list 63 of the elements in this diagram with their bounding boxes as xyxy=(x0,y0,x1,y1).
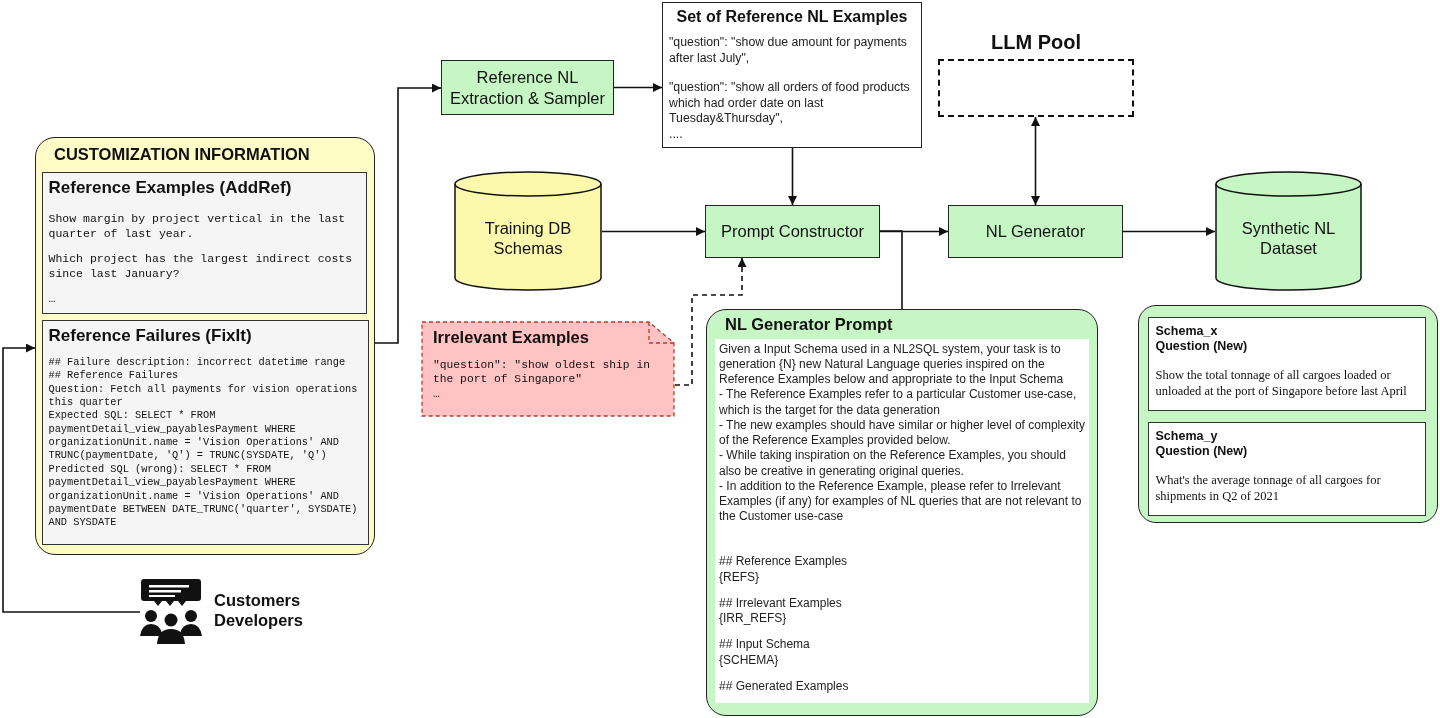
answer-text: Show the total tonnage of all cargoes loaded or unloaded at the port of Singapore before last April xyxy=(1155,366,1408,400)
arrow xyxy=(1031,116,1040,206)
database-label: Training DB Schemas xyxy=(483,217,573,259)
prompt-text: {REFS} xyxy=(719,569,761,585)
arrow xyxy=(601,227,706,236)
example-text: .... xyxy=(669,127,684,143)
process-box xyxy=(948,205,1123,258)
prompt-text: - The new examples should have similar or higher level of complexity of the Reference Examples provided below. xyxy=(719,417,1085,449)
process-label: Reference NL Extraction & Sampler xyxy=(449,67,606,108)
answer-text: What's the average tonnage of all cargoes for shipments in Q2 of 2021 xyxy=(1155,471,1382,505)
code-text: Predicted SQL (wrong): SELECT * FROM paymentDetail_view_payablesPayment WHERE organizationUnit.name = 'Vision Operations' AND paymentDate BETWEEN DATE_TRUNC('quarter', SYSDATE) AND SYSDATE xyxy=(48,462,359,530)
card-heading: Reference Examples (AddRef) xyxy=(48,176,293,198)
document-box xyxy=(662,2,922,148)
card-heading: Reference Failures (FixIt) xyxy=(48,324,253,346)
actor-label: Customers xyxy=(214,591,302,611)
prompt-text: ## Input Schema xyxy=(719,637,811,653)
code-text: Which project has the largest indirect costs since last January? xyxy=(48,251,354,282)
process-box xyxy=(441,60,614,115)
code-text: Question: Fetch all payments for vision operations this quarter xyxy=(48,382,359,410)
answer-heading: Question (New) xyxy=(1155,339,1249,355)
panel-heading: NL Generator Prompt xyxy=(725,314,894,335)
group-panel xyxy=(1138,305,1438,523)
prompt-text: ## Reference Examples xyxy=(719,554,849,570)
arrow xyxy=(613,83,663,92)
answer-card xyxy=(1147,316,1426,411)
box-heading: Set of Reference NL Examples xyxy=(675,7,909,27)
database-label: Synthetic NL Dataset xyxy=(1240,217,1337,259)
panel-heading: CUSTOMIZATION INFORMATION xyxy=(54,144,311,165)
code-text: … xyxy=(48,291,57,307)
prompt-text: - The Reference Examples refer to a particular Customer use-case, which is the target for the data generation xyxy=(719,387,1078,418)
pool-heading: LLM Pool xyxy=(991,30,1081,55)
code-text: ## Reference Failures xyxy=(48,369,180,383)
process-label: Prompt Constructor xyxy=(720,221,864,242)
process-box xyxy=(705,205,880,258)
arrow xyxy=(788,147,797,206)
prompt-text: - In addition to the Reference Example, please refer to Irrelevant Examples (if any) for examples of NL queries that are not relevant to the Customer use-case xyxy=(719,478,1083,525)
answer-heading: Question (New) xyxy=(1155,444,1249,460)
prompt-text: {IRR_REFS} xyxy=(719,611,788,627)
example-text: "question": "show all orders of food products which had order date on last Tuesday&Thursday", xyxy=(669,80,911,128)
text-card xyxy=(41,171,367,314)
prompt-text: {SCHEMA} xyxy=(719,652,780,668)
answer-heading: Schema_y xyxy=(1155,428,1219,445)
code-text: ## Failure description: incorrect datetime range xyxy=(48,355,347,370)
process-label: NL Generator xyxy=(985,221,1086,242)
prompt-text: - While taking inspiration on the Reference Examples, you should also be creative in generating original queries. xyxy=(719,448,1067,479)
arrow xyxy=(2,343,141,613)
code-text: Expected SQL: SELECT * FROM paymentDetail_view_payablesPayment WHERE organizationUnit.name = 'Vision Operations' AND TRUNC(paymentDate, 'Q') = TRUNC(SYSDATE, 'Q') xyxy=(48,409,340,463)
example-text: "question": "show due amount for payments after last July", xyxy=(669,35,908,67)
prompt-text: ## Generated Examples xyxy=(719,678,850,695)
note-heading: Irrelevant Examples xyxy=(433,327,590,348)
code-text: "question": "show oldest ship in the port of Singapore" xyxy=(433,357,651,387)
group-panel xyxy=(35,137,375,555)
actor-label: Developers xyxy=(214,611,303,631)
arrow xyxy=(1122,227,1216,236)
answer-heading: Schema_x xyxy=(1155,323,1219,340)
prompt-text: ## Irrelevant Examples xyxy=(719,595,843,612)
arrow xyxy=(374,83,442,344)
arrow xyxy=(674,257,747,386)
answer-card xyxy=(1147,421,1426,516)
prompt-text: Given a Input Schema used in a NL2SQL system, your task is to generation {N} new Natural Language queries inspired on the Reference Examples below and appropriate to the Input Schema xyxy=(719,341,1065,388)
text-card xyxy=(41,319,369,545)
code-text: Show margin by project vertical in the last quarter of last year. xyxy=(48,211,347,242)
code-text: … xyxy=(433,386,441,402)
